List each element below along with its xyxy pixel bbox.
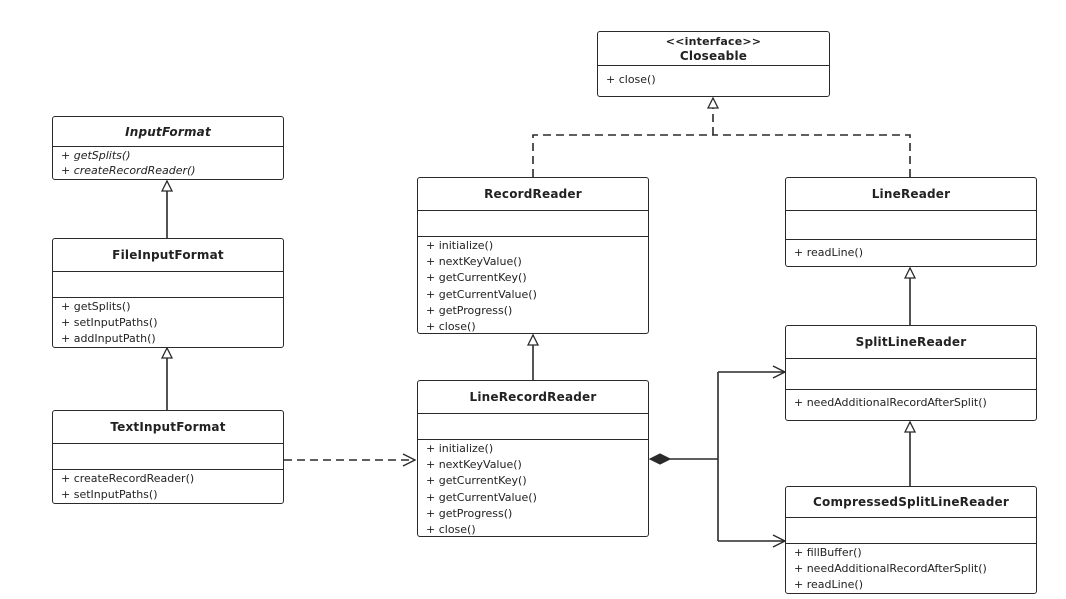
class-splitlinereader[interactable]: SplitLineReader + needAdditionalRecordAf… (785, 325, 1037, 421)
operation: + getSplits() (61, 300, 131, 313)
operation: + readLine() (794, 246, 863, 259)
operation: + getProgress() (426, 303, 513, 317)
class-header: FileInputFormat (53, 239, 283, 272)
attributes-compartment (418, 414, 648, 440)
class-header: LineRecordReader (418, 381, 648, 414)
realization-recordreader-closeable (532, 134, 713, 177)
class-name: LineRecordReader (469, 390, 597, 404)
operations-compartment: + initialize() + nextKeyValue() + getCur… (418, 237, 648, 334)
class-textinputformat[interactable]: TextInputFormat + createRecordReader() +… (52, 410, 284, 504)
attributes-compartment (786, 518, 1036, 544)
operation: + needAdditionalRecordAfterSplit() (794, 562, 987, 576)
operation: + createRecordReader() (61, 164, 196, 177)
class-name: TextInputFormat (110, 420, 226, 434)
operation: + getCurrentKey() (426, 271, 527, 285)
operations-compartment: + getSplits() + setInputPaths() + addInp… (53, 298, 283, 347)
class-compressedsplitlinereader[interactable]: CompressedSplitLineReader + fillBuffer()… (785, 486, 1037, 594)
operations-compartment: + needAdditionalRecordAfterSplit() (786, 390, 1036, 411)
operation: + fillBuffer() (794, 546, 862, 559)
class-name: SplitLineReader (855, 335, 967, 349)
attributes-compartment (53, 444, 283, 470)
attributes-compartment (53, 272, 283, 298)
class-name: LineReader (871, 187, 951, 201)
class-header: LineReader (786, 178, 1036, 211)
operation: + initialize() (426, 442, 494, 455)
operation: + close() (426, 523, 476, 537)
operation: + getCurrentValue() (426, 287, 537, 301)
operation: + addInputPath() (61, 332, 156, 346)
realization-linereader-closeable (713, 134, 911, 177)
operation: + readLine() (794, 578, 863, 592)
class-inputformat[interactable]: InputFormat + getSplits() + createRecord… (52, 116, 284, 180)
operation: + getProgress() (426, 506, 513, 520)
operation: + getCurrentKey() (426, 474, 527, 488)
operations-compartment: + fillBuffer() + needAdditionalRecordAft… (786, 544, 1036, 593)
operation: + needAdditionalRecordAfterSplit() (794, 396, 987, 409)
class-name: RecordReader (484, 187, 582, 201)
class-header: InputFormat (53, 117, 283, 147)
operation: + close() (606, 73, 656, 86)
composition-diamond (648, 453, 672, 465)
operation: + close() (426, 320, 476, 334)
stereotype-label: <<interface>> (665, 34, 762, 48)
attributes-compartment (786, 211, 1036, 240)
operations-compartment: + initialize() + nextKeyValue() + getCur… (418, 440, 648, 537)
operation: + setInputPaths() (61, 488, 158, 502)
operation: + getCurrentValue() (426, 490, 537, 504)
operation: + setInputPaths() (61, 316, 158, 330)
class-header: CompressedSplitLineReader (786, 487, 1036, 518)
class-header: RecordReader (418, 178, 648, 211)
operation: + getSplits() (61, 149, 131, 162)
operation: + initialize() (426, 239, 494, 252)
class-header: TextInputFormat (53, 411, 283, 444)
class-name: InputFormat (125, 124, 211, 139)
operation: + nextKeyValue() (426, 255, 522, 269)
attributes-compartment (418, 211, 648, 237)
class-linereader[interactable]: LineReader + readLine() (785, 177, 1037, 267)
class-recordreader[interactable]: RecordReader + initialize() + nextKeyVal… (417, 177, 649, 334)
class-name: Closeable (679, 48, 748, 63)
class-closeable[interactable]: <<interface>> Closeable + close() (597, 31, 830, 97)
operations-compartment: + readLine() (786, 240, 1036, 261)
operation: + createRecordReader() (61, 472, 195, 485)
class-header: <<interface>> Closeable (598, 32, 829, 66)
class-name: FileInputFormat (112, 248, 224, 262)
operations-compartment: + getSplits() + createRecordReader() (53, 147, 283, 178)
operation: + nextKeyValue() (426, 458, 522, 472)
class-name: CompressedSplitLineReader (813, 495, 1009, 509)
attributes-compartment (786, 359, 1036, 390)
class-header: SplitLineReader (786, 326, 1036, 359)
class-fileinputformat[interactable]: FileInputFormat + getSplits() + setInput… (52, 238, 284, 348)
operations-compartment: + close() (598, 66, 829, 88)
class-linerecordreader[interactable]: LineRecordReader + initialize() + nextKe… (417, 380, 649, 537)
operations-compartment: + createRecordReader() + setInputPaths() (53, 470, 283, 503)
